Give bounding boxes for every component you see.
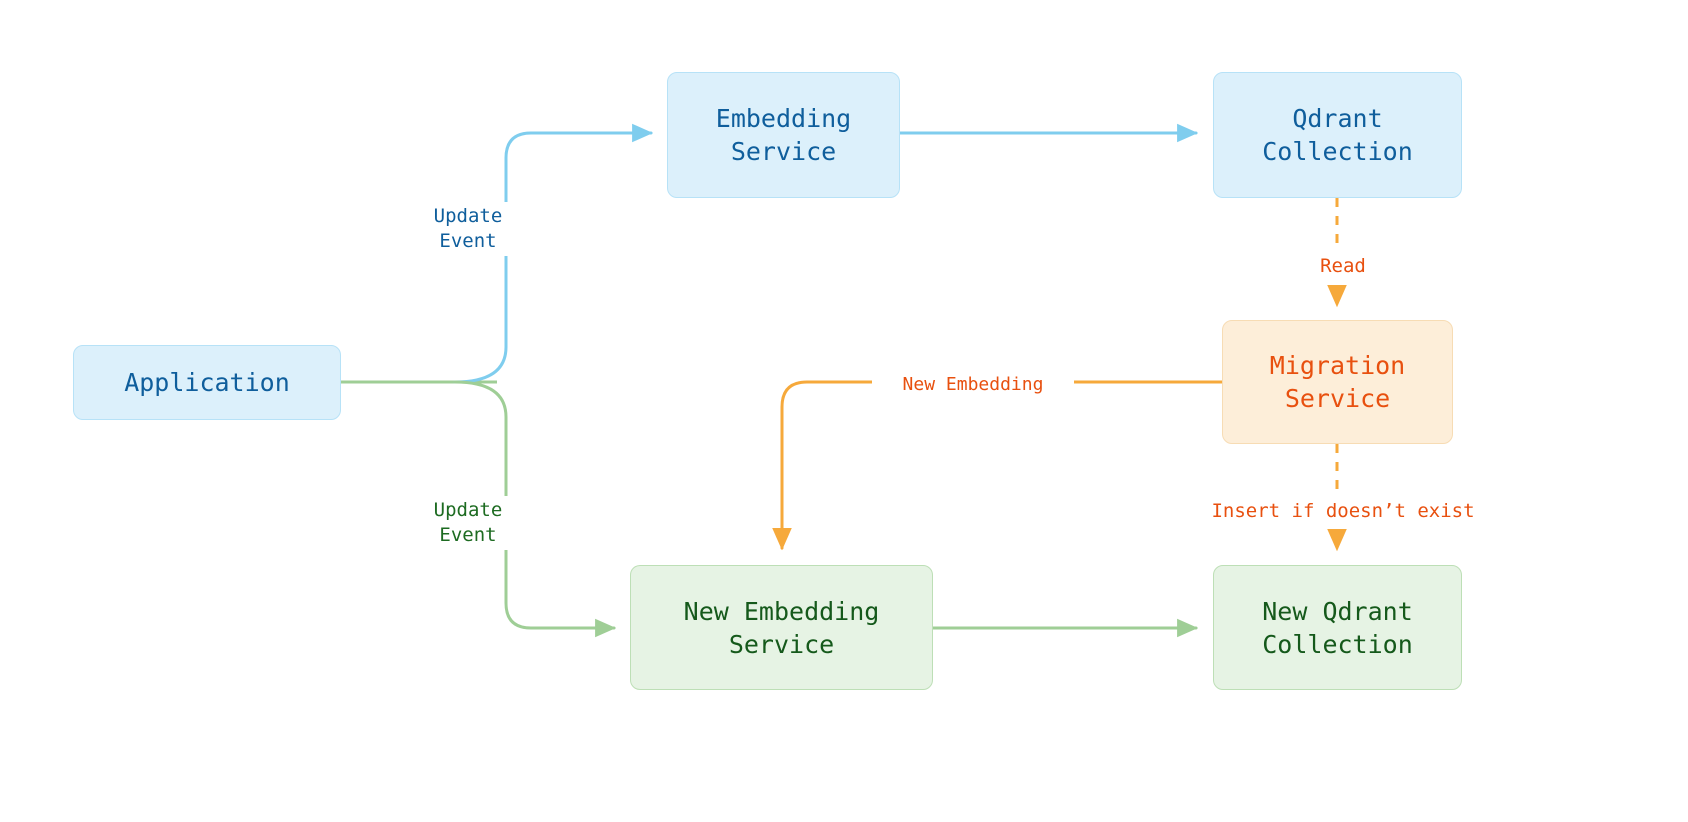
node-application-label: Application [124,368,290,397]
node-new-qdrant-collection-label: New Qdrant Collection [1262,596,1413,659]
node-new-embedding-service[interactable]: New Embedding Service [630,565,933,690]
edge-app-to-embedding-service [453,123,654,384]
edge-label-read: Read [1287,252,1399,282]
node-migration-service[interactable]: Migration Service [1222,320,1453,444]
node-new-qdrant-collection[interactable]: New Qdrant Collection [1213,565,1462,690]
edge-label-update-event-green: Update Event [400,496,536,551]
edge-migration-service-to-new-embedding-service [772,380,1224,551]
node-embedding-service-label: Embedding Service [715,104,852,166]
edge-label-insert-if-doesnt-exist: Insert if doesn’t exist [1182,497,1504,527]
edge-label-new-embedding: New Embedding [872,371,1074,399]
node-embedding-service[interactable]: Embedding Service [667,72,900,198]
node-migration-service-label: Migration Service [1269,351,1406,413]
edge-label-update-event-blue: Update Event [400,202,536,257]
node-qdrant-collection[interactable]: Qdrant Collection [1213,72,1462,198]
node-new-embedding-service-label: New Embedding Service [683,596,880,659]
node-application[interactable]: Application [73,345,341,420]
node-qdrant-collection-label: Qdrant Collection [1262,104,1413,166]
